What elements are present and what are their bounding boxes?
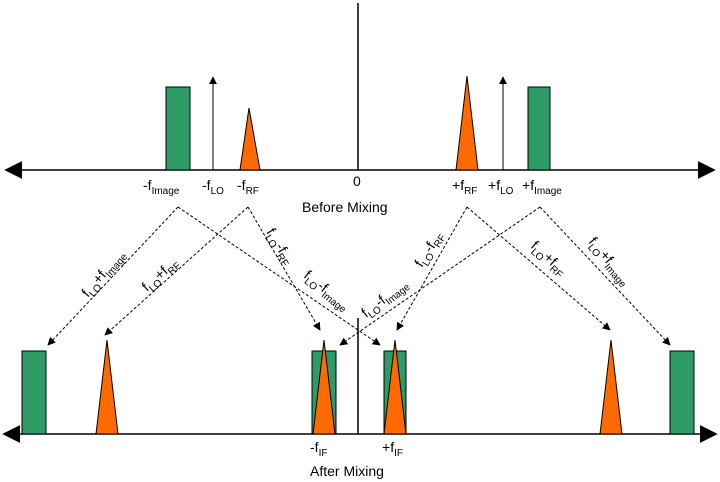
label-left-lo-plus-image: fLO+fImage xyxy=(78,246,130,303)
neg-rf-signal xyxy=(239,107,261,171)
neg-image-band xyxy=(165,86,191,171)
label-neg-f-image: -fImage xyxy=(143,177,180,197)
arrow-left-lo-minus-rf xyxy=(247,206,321,331)
label-zero: 0 xyxy=(353,173,361,189)
label-right-lo-plus-rf: fLO+fRF xyxy=(525,237,570,280)
arrow-right-lo-minus-image xyxy=(339,206,541,346)
label-pos-f-rf: +fRF xyxy=(452,177,477,197)
after-mixing-caption: After Mixing xyxy=(310,463,384,479)
before-mixing-panel: -fImage -fLO -fRF 0 +fRF +fLO +fImage Be… xyxy=(4,3,716,215)
after-outer-image-left xyxy=(21,350,47,435)
label-pos-f-image: +fImage xyxy=(522,177,562,197)
after-outer-image-right xyxy=(669,350,695,435)
label-neg-f-rf: -fRF xyxy=(237,177,259,197)
label-pos-f-if: +fIF xyxy=(382,439,403,459)
pos-rf-signal xyxy=(455,75,479,171)
label-right-lo-plus-image: fLO+fImage xyxy=(583,234,635,291)
arrow-left-lo-plus-image xyxy=(47,206,179,346)
arrow-right-lo-plus-rf xyxy=(466,206,611,331)
label-neg-f-if: -fIF xyxy=(310,439,327,459)
arrow-left-lo-plus-rf xyxy=(104,206,249,336)
label-left-lo-plus-rf: fLO+fRF xyxy=(138,254,183,297)
label-pos-f-lo: +fLO xyxy=(488,177,514,197)
pos-image-band xyxy=(527,86,551,171)
arrow-right-lo-plus-image xyxy=(539,206,671,346)
after-mixing-panel: -fIF +fIF After Mixing xyxy=(2,318,718,479)
label-left-lo-minus-rf: fLO-fRF xyxy=(260,225,298,269)
mixing-arrows: fLO+fImage fLO+fRF fLO-fRF fLO-fImage fL… xyxy=(47,206,671,346)
label-neg-f-lo: -fLO xyxy=(202,177,224,197)
label-right-lo-minus-rf: fLO-fRF xyxy=(411,228,449,272)
after-if-rf-right xyxy=(383,339,407,435)
arrow-right-lo-minus-rf xyxy=(396,206,468,331)
after-upper-rf-left xyxy=(95,339,119,435)
before-mixing-caption: Before Mixing xyxy=(302,199,388,215)
arrow-left-lo-minus-image xyxy=(177,206,381,346)
after-if-rf-left xyxy=(312,339,336,435)
after-upper-rf-right xyxy=(599,339,623,435)
